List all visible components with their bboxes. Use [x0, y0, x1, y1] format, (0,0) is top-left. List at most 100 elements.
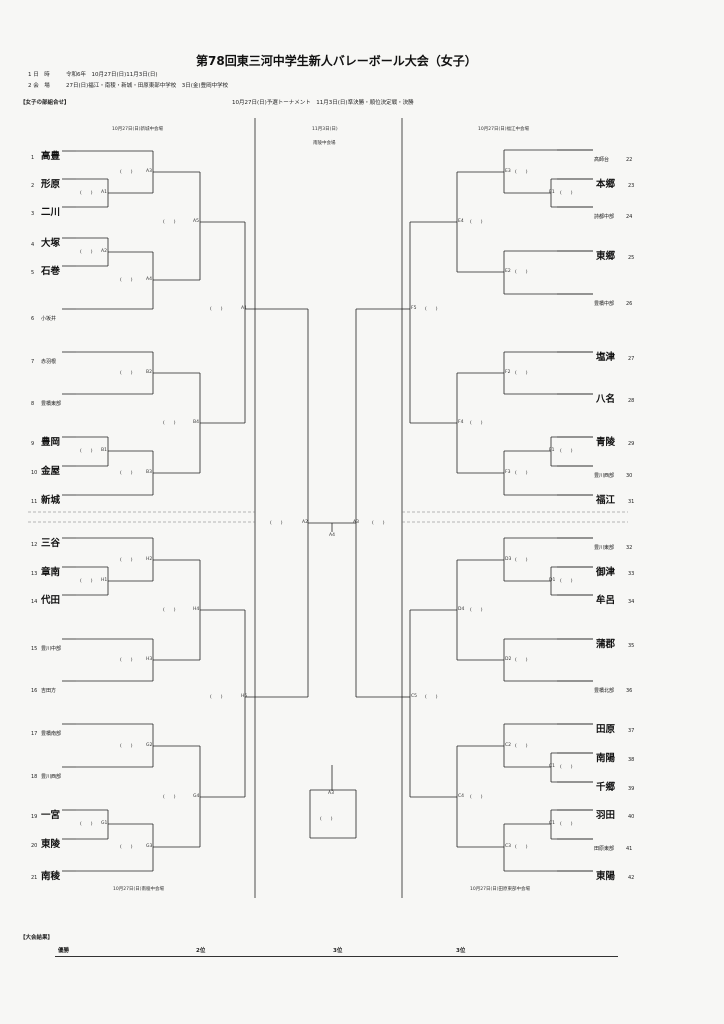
match-label: E3: [505, 169, 511, 174]
match-label: H4: [193, 607, 200, 612]
team-number: 29: [628, 441, 635, 447]
score-box: ( ): [515, 170, 528, 175]
venue-top-left: 10月27日(日)新城中会場: [112, 127, 163, 132]
team-number: 40: [628, 814, 635, 820]
results-heading: 【大会結果】: [20, 935, 54, 941]
score-box: ( ): [120, 170, 133, 175]
team-name: 豊橋中部: [594, 301, 615, 307]
score-box: ( ): [120, 471, 133, 476]
team-number: 20: [31, 843, 38, 849]
score-box: ( ): [163, 608, 176, 613]
team-name: 塩津: [596, 352, 616, 363]
match-label: C3: [505, 844, 512, 849]
team-number: 2: [31, 183, 35, 189]
match-label: E1: [549, 190, 555, 195]
team-name: 小坂井: [41, 316, 57, 322]
score-box: ( ): [80, 191, 93, 196]
match-label: H5: [241, 694, 248, 699]
team-number: 37: [628, 728, 635, 734]
match-label: F1: [549, 448, 555, 453]
winner-label: 優勝: [58, 948, 70, 954]
team-name: 田原東部: [594, 846, 615, 852]
score-box: ( ): [80, 449, 93, 454]
team-number: 28: [628, 398, 635, 404]
score-box: ( ): [515, 845, 528, 850]
match-label: C1: [549, 764, 556, 769]
venue-bottom-right: 10月27日(日)田原東部中会場: [470, 887, 530, 892]
team-name: 本郷: [596, 179, 616, 190]
match-label: G4: [193, 794, 200, 799]
team-number: 32: [626, 545, 633, 551]
match-label: C2: [505, 743, 512, 748]
team-number: 4: [31, 242, 35, 248]
score-box: ( ): [470, 220, 483, 225]
team-name: 形原: [41, 179, 61, 190]
score-box: ( ): [515, 658, 528, 663]
team-name: 二川: [41, 207, 61, 218]
team-number: 8: [31, 401, 35, 407]
score-box: ( ): [320, 817, 333, 822]
match-label: C4: [458, 794, 465, 799]
match-label: B4: [193, 420, 199, 425]
score-box: ( ): [210, 695, 223, 700]
score-box: ( ): [120, 658, 133, 663]
venue-top-center-sub: 南陵中会場: [313, 141, 336, 146]
score-box: ( ): [560, 191, 573, 196]
team-name: 高豊: [41, 151, 61, 162]
match-label: A4: [329, 533, 335, 538]
match-label: G2: [146, 743, 153, 748]
team-name: 青陵: [596, 437, 616, 448]
match-label: H1: [101, 578, 108, 583]
match-label: B2: [146, 370, 152, 375]
match-label: D3: [505, 557, 512, 562]
score-box: ( ): [425, 695, 438, 700]
team-name: 章南: [41, 567, 61, 578]
venue-label: 2 会 場: [28, 83, 50, 89]
venue-value: 27日(日)福江・南稜・新城・田原東部中学校 3日(金)豊岡中学校: [66, 83, 229, 89]
score-box: ( ): [470, 608, 483, 613]
match-label: A3: [353, 520, 359, 525]
team-name: 豊川西部: [41, 774, 62, 780]
match-label: A3: [146, 169, 152, 174]
score-box: ( ): [425, 307, 438, 312]
document-title: 第78回東三河中学生新人バレーボール大会（女子）: [196, 54, 477, 68]
team-name: 東陵: [41, 839, 61, 850]
score-box: ( ): [470, 421, 483, 426]
team-number: 31: [628, 499, 635, 505]
match-label: H3: [146, 657, 153, 662]
score-box: ( ): [210, 307, 223, 312]
team-name: 南陽: [596, 753, 616, 764]
score-box: ( ): [560, 579, 573, 584]
match-label: G3: [146, 844, 153, 849]
score-box: ( ): [80, 250, 93, 255]
score-box: ( ): [163, 220, 176, 225]
team-name: 金屋: [41, 466, 61, 477]
score-box: ( ): [372, 521, 385, 526]
score-box: ( ): [120, 558, 133, 563]
date-value: 令和6年 10月27日(日)11月3日(日): [66, 72, 158, 78]
match-label: D1: [549, 578, 556, 583]
team-number: 15: [31, 646, 38, 652]
match-label: A4: [146, 277, 152, 282]
third-label-a: 3位: [333, 948, 343, 954]
team-number: 7: [31, 359, 35, 365]
team-entry: 青陵 29: [596, 430, 634, 449]
team-name: 詩都中部: [594, 214, 615, 220]
team-name: 豊川西部: [594, 473, 615, 479]
team-number: 34: [628, 599, 635, 605]
team-name: 代田: [41, 595, 61, 606]
team-number: 26: [626, 301, 633, 307]
